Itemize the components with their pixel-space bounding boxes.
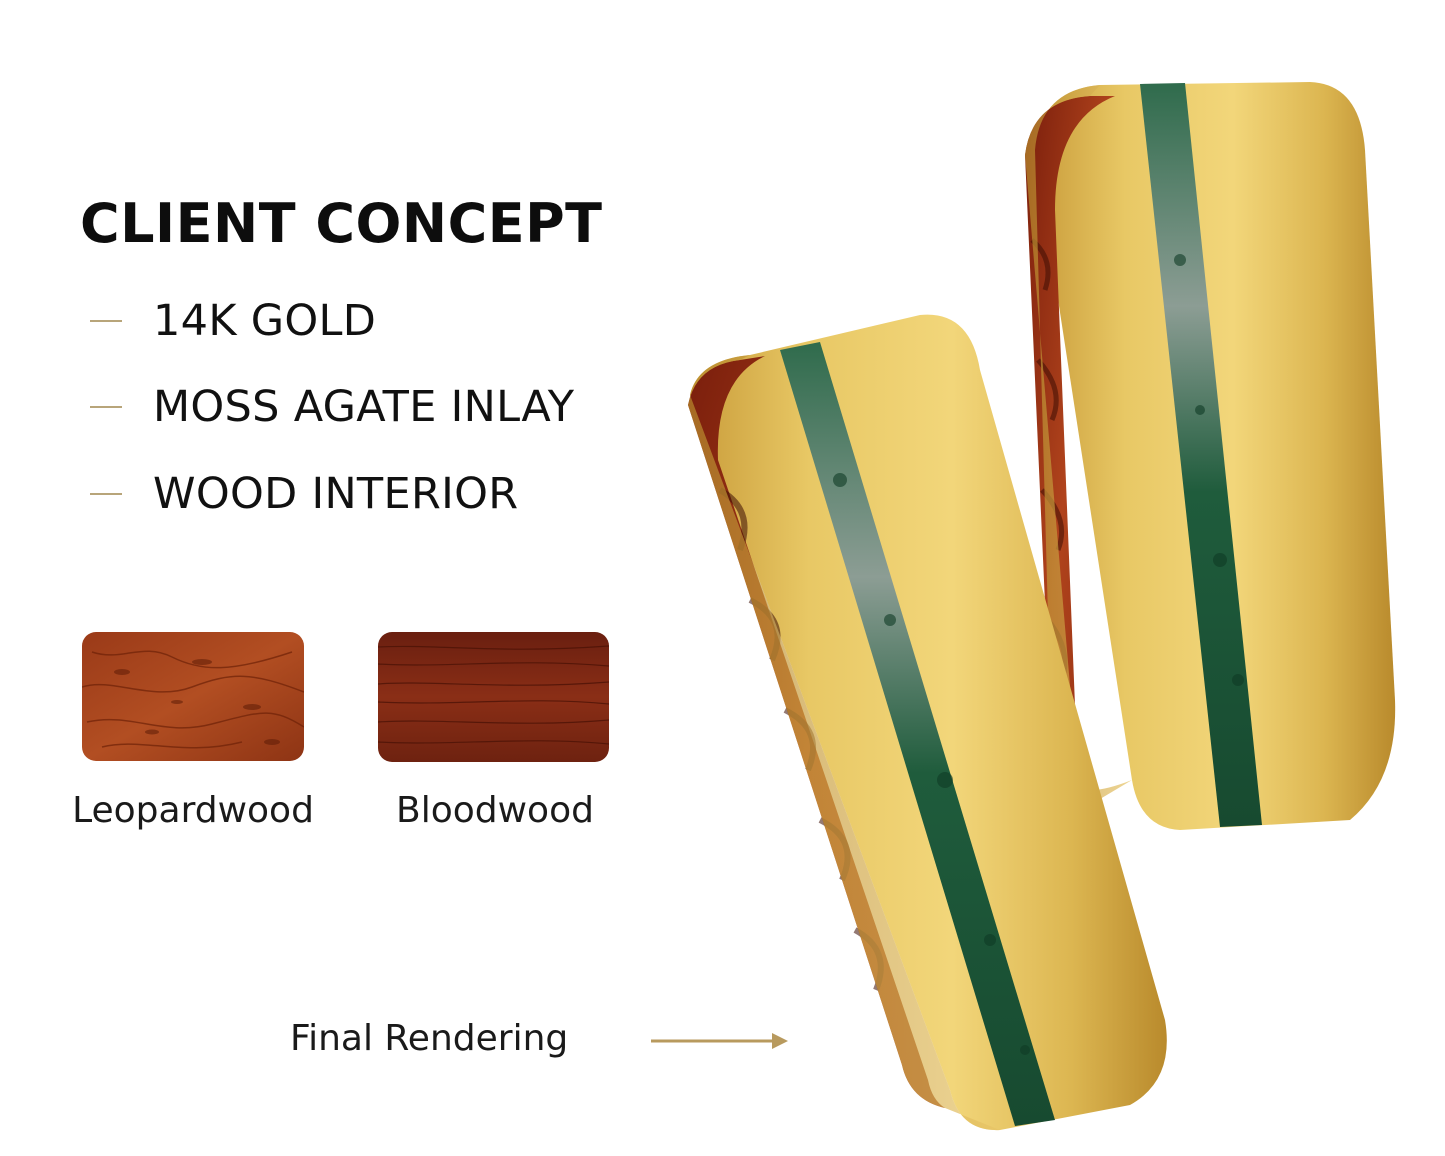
- feature-label: WOOD INTERIOR: [153, 469, 519, 519]
- leopardwood-label: Leopardwood: [72, 790, 314, 831]
- final-rendering-label: Final Rendering: [290, 1018, 569, 1059]
- feature-label: MOSS AGATE INLAY: [153, 382, 575, 432]
- bloodwood-swatch: [378, 632, 609, 762]
- feature-item-gold: 14K GOLD: [90, 291, 376, 351]
- bloodwood-label: Bloodwood: [396, 790, 594, 831]
- rings-illustration: [688, 82, 1396, 1131]
- dash-icon: [90, 320, 122, 322]
- feature-item-inlay: MOSS AGATE INLAY: [90, 377, 574, 437]
- dash-icon: [90, 493, 122, 495]
- leopardwood-swatch: [82, 632, 304, 761]
- arrow-right-icon: [651, 1033, 788, 1049]
- back-ring: [1025, 82, 1396, 830]
- page-title: CLIENT CONCEPT: [80, 192, 603, 255]
- dash-icon: [90, 406, 122, 408]
- feature-item-interior: WOOD INTERIOR: [90, 464, 518, 524]
- feature-label: 14K GOLD: [153, 296, 377, 346]
- front-ring: [688, 314, 1167, 1131]
